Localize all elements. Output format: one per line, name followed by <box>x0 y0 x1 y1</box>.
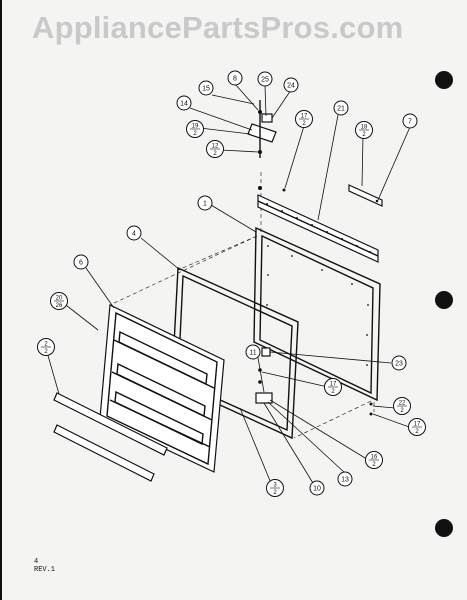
callout-denominator: 2 <box>372 462 376 468</box>
callout-c25: 25 <box>257 71 273 87</box>
projection-line <box>177 235 258 271</box>
callout-c15: 15 <box>198 80 214 96</box>
callout-c16: 162 <box>365 451 383 469</box>
callout-c17a: 172 <box>295 110 313 128</box>
callout-denominator: 2 <box>302 121 306 127</box>
callout-label: 21 <box>337 106 345 113</box>
callout-label: 13 <box>341 477 349 484</box>
callout-c13: 13 <box>337 471 353 487</box>
callout-denominator: 2 <box>400 408 404 414</box>
callout-numerator: 18 <box>361 125 368 131</box>
callout-label: 4 <box>132 231 136 238</box>
callout-denominator: 2 <box>213 151 217 157</box>
callout-numerator: 22 <box>399 401 406 407</box>
callout-denominator: 2 <box>331 389 335 395</box>
callout-c7: 7 <box>402 113 418 129</box>
projection-line <box>293 400 372 439</box>
callout-c12a: 122 <box>206 140 224 158</box>
callout-label: 23 <box>395 361 403 368</box>
callout-label: 8 <box>233 76 237 83</box>
callout-denominator: 2 <box>362 132 366 138</box>
binder-hole <box>435 291 453 309</box>
revision-label: REV.1 <box>34 566 56 574</box>
callout-numerator: 17 <box>330 382 337 388</box>
callout-c17c: 172 <box>408 418 426 436</box>
page-footnote: 4 REV.1 <box>34 558 55 574</box>
callout-c19: 192 <box>186 120 204 138</box>
page-number: 4 <box>34 558 39 566</box>
callout-label: 11 <box>249 350 256 357</box>
binder-hole <box>435 71 453 89</box>
callout-label: 6 <box>79 260 83 267</box>
callout-denominator: 2 <box>273 490 277 496</box>
door-trim-strip <box>53 392 168 482</box>
callout-label: 7 <box>408 119 412 126</box>
callout-denominator: 2 <box>193 131 197 137</box>
bottom-hinge-assembly <box>255 347 373 416</box>
callout-c14: 14 <box>176 95 192 111</box>
callout-label: 14 <box>180 101 188 108</box>
callout-c11: 11 <box>245 344 261 360</box>
callout-label: 24 <box>287 83 295 90</box>
top-rail <box>257 194 379 263</box>
top-hinge-assembly <box>247 100 286 192</box>
callout-denominator: 26 <box>56 303 63 309</box>
callout-label: 10 <box>313 486 321 493</box>
callout-c10: 10 <box>309 480 325 496</box>
callout-label: 1 <box>203 201 207 208</box>
watermark: AppliancePartsPros.com <box>32 10 404 45</box>
callout-c23: 23 <box>391 355 407 371</box>
callout-c24: 24 <box>283 77 299 93</box>
callout-c2: 22 <box>37 338 55 356</box>
callout-c3: 32 <box>266 479 284 497</box>
callout-c21: 21 <box>333 100 349 116</box>
callout-c22: 222 <box>393 397 411 415</box>
leader-lines <box>46 83 413 489</box>
callout-numerator: 3 <box>273 483 277 489</box>
callout-numerator: 20 <box>56 296 63 302</box>
callout-numerator: 17 <box>301 114 308 120</box>
bracket <box>348 184 383 207</box>
callout-label: 15 <box>202 86 210 93</box>
callout-denominator: 2 <box>44 349 48 355</box>
callout-c17b: 172 <box>324 378 342 396</box>
callout-numerator: 12 <box>212 144 219 150</box>
callout-numerator: 16 <box>371 455 378 461</box>
projection-line <box>109 235 258 306</box>
callout-numerator: 17 <box>414 422 421 428</box>
callout-c6: 6 <box>73 254 89 270</box>
callout-c18: 182 <box>355 121 373 139</box>
callout-denominator: 2 <box>415 429 419 435</box>
callout-c4: 4 <box>126 225 142 241</box>
callout-label: 25 <box>261 77 269 84</box>
callout-c8: 8 <box>227 70 243 86</box>
binder-hole <box>435 519 453 537</box>
callout-numerator: 2 <box>44 342 48 348</box>
callout-c1: 1 <box>197 195 213 211</box>
callout-numerator: 19 <box>192 124 199 130</box>
